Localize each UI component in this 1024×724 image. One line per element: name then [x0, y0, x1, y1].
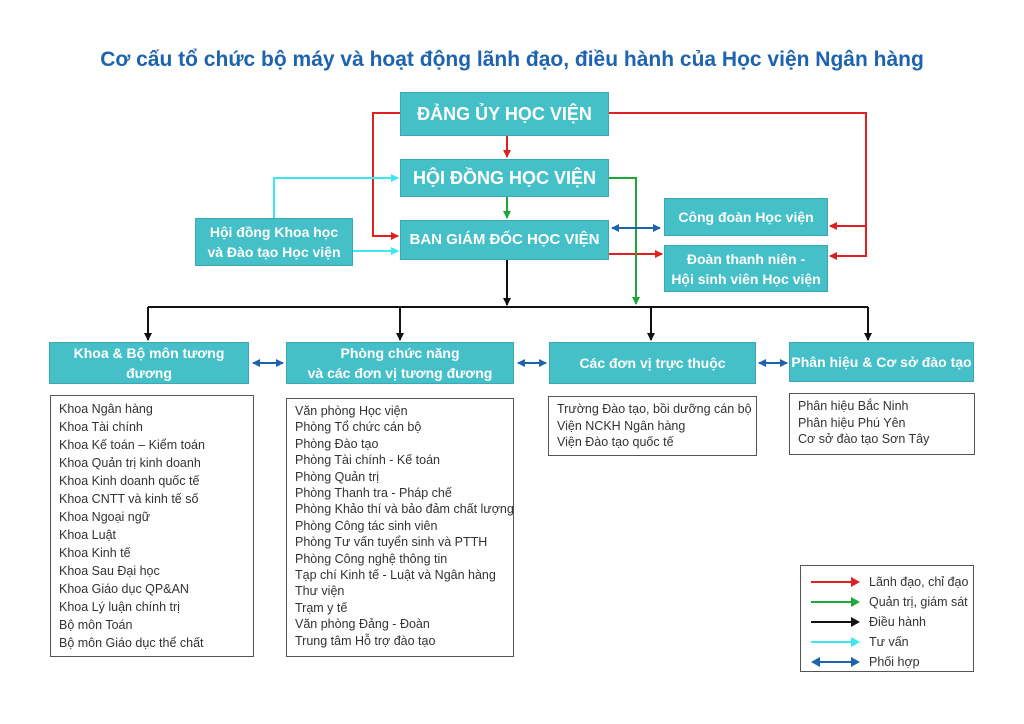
list-item: Thư viện	[295, 584, 345, 599]
list-item: Phòng Thanh tra - Pháp chế	[295, 486, 452, 501]
legend-label: Lãnh đạo, chỉ đạo	[869, 575, 969, 589]
list-item: Khoa Tài chính	[59, 420, 143, 434]
lead-arrow-party-board	[372, 112, 400, 240]
legend-black-arrow-icon	[811, 617, 860, 627]
list-item: Khoa Kinh tế	[59, 546, 131, 560]
list-item: Phòng Quản trị	[295, 469, 380, 484]
science-council-label-line-2: và Đào tạo Học viện	[207, 244, 341, 260]
list-item: Phòng Đào tạo	[295, 436, 379, 451]
list-item: Văn phòng Học viện	[295, 404, 408, 418]
list-item: Khoa Giáo dục QP&AN	[59, 582, 189, 596]
departments-label-line-1: Phòng chức năng	[340, 345, 460, 361]
legend-item-coordinate: Phối hợp	[801, 652, 975, 672]
legend-red-arrow-icon	[811, 577, 860, 587]
list-item: Trường Đào tạo, bồi dưỡng cán bộ	[557, 402, 752, 416]
list-item: Khoa Luật	[59, 528, 116, 542]
affiliated-units-node: Các đơn vị trực thuộc	[549, 342, 756, 384]
list-item: Tạp chí Kinh tế - Luật và Ngân hàng	[295, 568, 496, 583]
list-item: Phòng Tổ chức cán bộ	[295, 420, 422, 435]
academy-council-node: HỘI ĐỒNG HỌC VIỆN	[400, 159, 609, 197]
legend-green-arrow-icon	[811, 597, 860, 607]
list-item: Khoa Kế toán – Kiểm toán	[59, 438, 205, 452]
list-item: Viện Đào tạo quốc tế	[557, 435, 674, 449]
legend-label: Điều hành	[869, 615, 926, 629]
youth-union-label-line-2: Hội sinh viên Học viện	[671, 270, 821, 287]
list-item: Phân hiệu Bắc Ninh	[798, 399, 909, 413]
science-council-node: Hội đồng Khoa học và Đào tạo Học viện	[195, 218, 353, 266]
list-item: Phòng Khảo thí và bảo đảm chất lượng	[295, 502, 514, 517]
list-item: Khoa Sau Đại học	[59, 564, 160, 578]
page-title: Cơ cấu tổ chức bộ máy và hoạt động lãnh …	[100, 48, 924, 71]
list-item: Bộ môn Giáo dục thể chất	[59, 636, 204, 650]
legend-label: Tư vấn	[869, 635, 909, 649]
legend-label: Quản trị, giám sát	[869, 595, 968, 609]
list-item: Viện NCKH Ngân hàng	[557, 418, 686, 433]
list-item: Phòng Tài chính - Kế toán	[295, 453, 441, 468]
legend-label: Phối hợp	[869, 655, 920, 669]
list-item: Cơ sở đào tạo Sơn Tây	[798, 432, 930, 446]
board-of-directors-node: BAN GIÁM ĐỐC HỌC VIỆN	[400, 220, 609, 260]
legend-item-advise: Tư vấn	[801, 632, 975, 652]
trade-union-node: Công đoàn Học viện	[664, 198, 828, 236]
branches-node: Phân hiệu & Cơ sở đào tạo	[789, 342, 974, 382]
legend-cyan-arrow-icon	[811, 637, 860, 647]
youth-union-label-line-1: Đoàn thanh niên -	[686, 250, 806, 267]
legend-item-lead: Lãnh đạo, chỉ đạo	[801, 572, 975, 592]
science-council-label-line-1: Hội đồng Khoa học	[209, 224, 339, 240]
youth-union-node: Đoàn thanh niên - Hội sinh viên Học viện	[664, 245, 828, 292]
departments-label-line-2: và các đơn vị tương đương	[307, 365, 493, 381]
list-item: Phòng Công tác sinh viên	[295, 518, 438, 533]
list-item: Bộ môn Toán	[59, 618, 133, 632]
affiliated-units-list: Trường Đào tạo, bồi dưỡng cán bộ Viện NCK…	[548, 396, 757, 456]
legend: Lãnh đạo, chỉ đạo Quản trị, giám sát Điề…	[800, 565, 974, 672]
list-item: Khoa CNTT và kinh tế số	[59, 492, 199, 506]
list-item: Phân hiệu Phú Yên	[798, 415, 906, 430]
list-item: Khoa Kinh doanh quốc tế	[59, 474, 200, 488]
list-item: Trung tâm Hỗ trợ đào tạo	[295, 633, 436, 648]
list-item: Văn phòng Đảng - Đoàn	[295, 617, 430, 632]
legend-item-operate: Điều hành	[801, 612, 975, 632]
legend-blue-double-arrow-icon	[811, 657, 860, 667]
list-item: Phòng Công nghệ thông tin	[295, 551, 448, 566]
list-item: Khoa Ngoại ngữ	[59, 510, 151, 524]
legend-item-supervise: Quản trị, giám sát	[801, 592, 975, 612]
list-item: Khoa Lý luận chính trị	[59, 600, 180, 614]
advise-arrow-science-council	[273, 174, 399, 218]
party-committee-node: ĐẢNG ỦY HỌC VIỆN	[400, 92, 609, 136]
list-item: Khoa Ngân hàng	[59, 402, 153, 416]
lead-arrow-party-union-youth	[609, 112, 867, 260]
departments-node: Phòng chức năng và các đơn vị tương đươn…	[286, 342, 514, 384]
list-item: Phòng Tư vấn tuyển sinh và PTTH	[295, 535, 488, 550]
supervise-arrow-council-affiliates	[609, 177, 640, 305]
list-item: Khoa Quản trị kinh doanh	[59, 456, 201, 470]
list-item: Trạm y tế	[295, 600, 348, 615]
faculties-node: Khoa & Bộ môn tương đương	[49, 342, 249, 384]
